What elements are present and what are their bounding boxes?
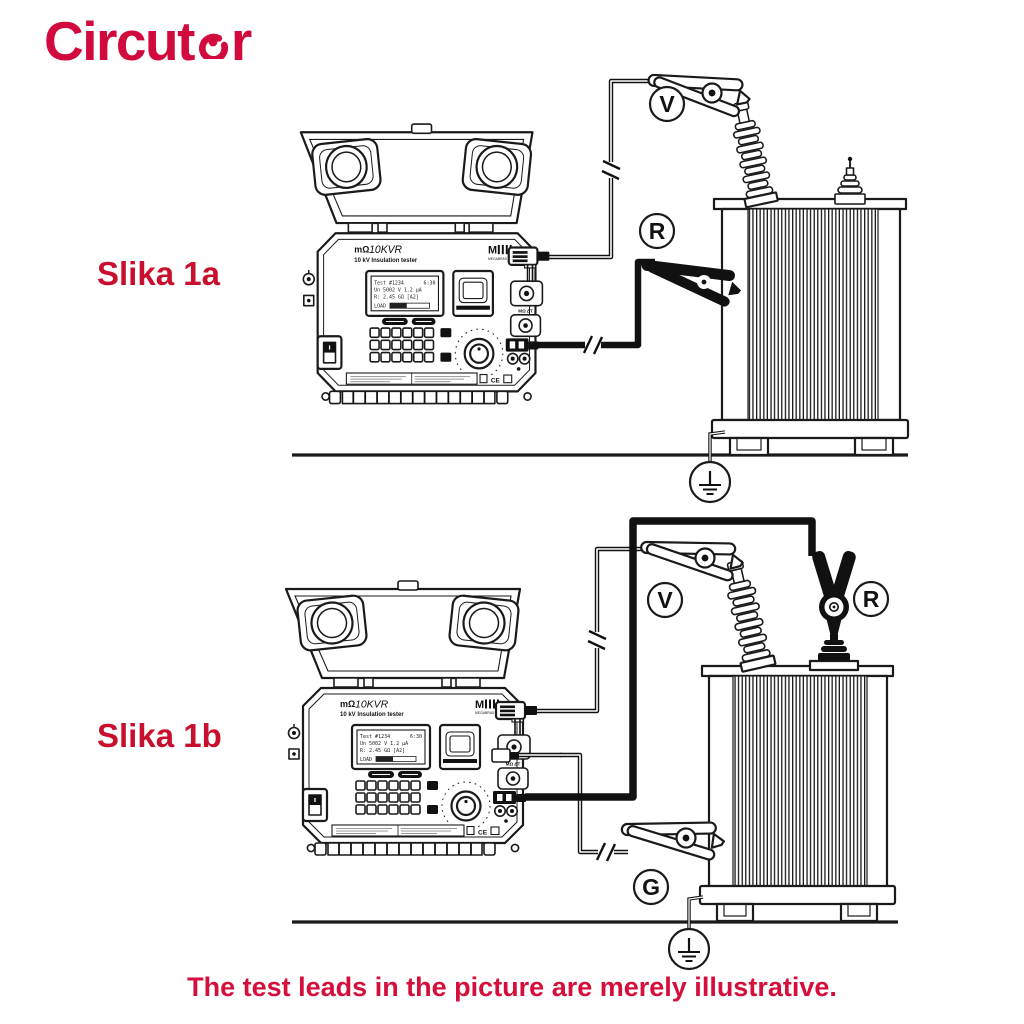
circutor-logo: Circut r [44, 10, 252, 72]
figure-label-1a: Slika 1a [97, 255, 220, 292]
lead-break-g-1b [595, 841, 617, 863]
figure-label-1b: Slika 1b [97, 717, 222, 754]
logo-target-o-icon [198, 33, 228, 59]
transformer-1b [667, 556, 897, 971]
guard-plug-1b [491, 748, 562, 763]
tester-1b [284, 579, 539, 857]
svg-text:V: V [659, 91, 675, 117]
earth-symbol-1b [667, 927, 711, 971]
caption: The test leads in the picture are merely… [187, 972, 837, 1002]
earth-symbol-1a [688, 460, 732, 504]
g-label-1b: G [632, 868, 670, 906]
v-label-1a: V [648, 85, 686, 123]
r-label-1a: R [638, 212, 676, 250]
figure-1a: V R [292, 59, 910, 504]
logo-text-left: Circut [44, 10, 195, 72]
r-clamp-1b [812, 551, 856, 644]
lead-break-v-1a [600, 159, 622, 181]
lead-r-1b [525, 517, 816, 801]
radiator-fins [747, 208, 879, 421]
radiator-fins [732, 675, 868, 888]
svg-text:G: G [642, 874, 660, 900]
lead-v-1a [546, 78, 648, 260]
lead-r-1a [537, 258, 655, 349]
lead-break-v-1b [586, 629, 608, 651]
lv-bushing-1a [834, 156, 866, 205]
svg-text:R: R [863, 586, 880, 612]
transformer-1a [688, 98, 910, 504]
figure-1b: V R G [284, 517, 898, 971]
v-label-1b: V [646, 581, 684, 619]
lead-g-1b [560, 752, 628, 855]
r-label-1b: R [852, 580, 890, 618]
lead-break-r-1a [582, 334, 604, 356]
v-clamp-1b [636, 526, 747, 585]
logo-text-right: r [230, 10, 252, 72]
svg-text:R: R [649, 218, 666, 244]
svg-text:V: V [657, 587, 673, 613]
tester-1a [299, 122, 551, 405]
